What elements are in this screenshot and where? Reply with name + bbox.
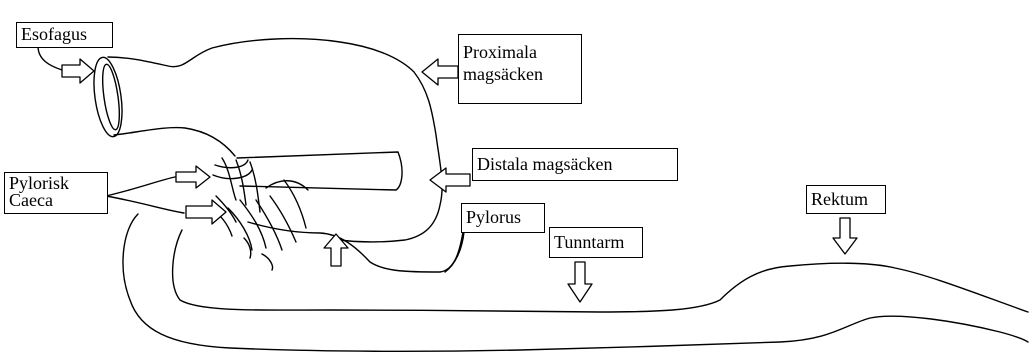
arrow-caeca-2-icon: [186, 200, 226, 224]
arrow-esophagus-icon: [62, 59, 94, 83]
label-rectum-text: Rektum: [811, 189, 868, 209]
esophagus-ring-outer: [90, 56, 127, 139]
caeca-leader-1: [106, 177, 175, 196]
esophagus-leader: [38, 46, 62, 70]
label-esophagus-text: Esofagus: [21, 24, 87, 44]
caeca-leader-2: [106, 196, 184, 213]
arrow-pylorus-icon: [324, 234, 348, 266]
label-esophagus: Esofagus: [16, 22, 113, 48]
label-distal-stomach: Distala magsäcken: [472, 148, 678, 181]
arrow-proximal-icon: [422, 59, 458, 85]
stomach-inner-outline: [114, 128, 235, 156]
label-pylorus-text: Pylorus: [466, 207, 521, 227]
label-pylorus: Pylorus: [461, 203, 545, 233]
label-caeca-line-2: Caeca: [9, 192, 103, 209]
esophagus-ring-inner: [99, 63, 122, 130]
pyloric-caeca-drawing: [210, 158, 308, 270]
pylorus-leader: [445, 232, 464, 272]
label-rectum: Rektum: [806, 185, 886, 214]
arrow-rectum-icon: [833, 218, 857, 254]
arrow-caeca-1-icon: [176, 166, 210, 188]
label-pyloric-caeca: Pylorisk Caeca: [4, 172, 108, 214]
label-small-intestine-text: Tunntarm: [554, 232, 624, 252]
arrow-distal-icon: [430, 168, 470, 192]
label-small-intestine: Tunntarm: [549, 227, 643, 258]
distal-stomach-loop: [237, 152, 402, 190]
label-proximal-line-2: magsäcken: [463, 63, 577, 85]
label-proximal-line-1: Proximala: [463, 41, 577, 63]
label-proximal-stomach: Proximala magsäcken: [458, 34, 582, 104]
label-distal-stomach-text: Distala magsäcken: [477, 154, 612, 174]
stomach-outer-outline: [108, 39, 442, 242]
arrow-small-intestine-icon: [568, 262, 592, 302]
